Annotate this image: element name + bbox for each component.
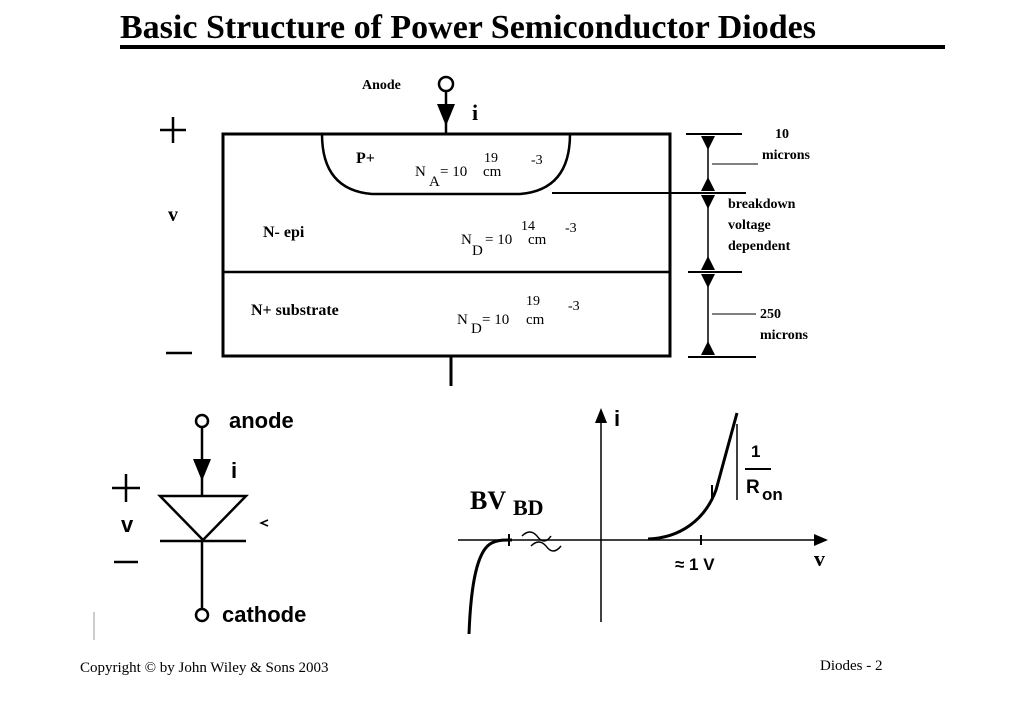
copyright-footer: Copyright © by John Wiley & Sons 2003 bbox=[80, 660, 329, 676]
slope-numerator: 1 bbox=[751, 442, 761, 461]
dim-arrow-icon bbox=[701, 341, 715, 355]
nd-sub-subscript: D bbox=[471, 321, 482, 337]
nd-epi-equals-value: = 10 bbox=[485, 232, 513, 248]
p-plus-well bbox=[320, 133, 572, 196]
dim-mid-line3: dependent bbox=[728, 239, 791, 254]
symbol-current-label: i bbox=[231, 458, 238, 483]
iv-x-axis-label: v bbox=[814, 546, 825, 571]
iv-forward-curve bbox=[647, 412, 739, 541]
x-axis-arrow-icon bbox=[814, 534, 828, 546]
dim-arrow-icon bbox=[701, 136, 715, 150]
dim-top-value: 10 bbox=[775, 127, 789, 142]
dim-mid-line2: voltage bbox=[728, 218, 771, 233]
current-arrow-icon bbox=[437, 104, 455, 126]
bv-label: BV bbox=[470, 486, 507, 515]
nd-sub-unit-exponent: -3 bbox=[568, 299, 580, 314]
symbol-cathode-terminal bbox=[194, 607, 210, 623]
dim-arrow-icon bbox=[701, 274, 715, 288]
na-subscript: A bbox=[429, 174, 440, 190]
symbol-voltage-label: v bbox=[121, 512, 134, 537]
slope-denominator-subscript: on bbox=[762, 485, 783, 504]
nd-sub-exponent: 19 bbox=[526, 294, 540, 309]
title-underline bbox=[120, 45, 945, 49]
voltage-label: v bbox=[168, 204, 178, 226]
n-substrate-label: N+ substrate bbox=[251, 302, 339, 319]
slope-denominator: R bbox=[746, 477, 760, 498]
p-plus-label: P+ bbox=[356, 150, 375, 167]
small-caret-icon bbox=[259, 519, 269, 527]
approx-one-volt-label: ≈ 1 V bbox=[675, 555, 715, 574]
dim-arrow-icon bbox=[701, 195, 715, 209]
y-axis-arrow-icon bbox=[595, 408, 607, 423]
symbol-anode-terminal bbox=[194, 413, 210, 429]
dim-bottom-value: 250 bbox=[760, 307, 781, 322]
na-unit: cm bbox=[483, 164, 502, 180]
na-symbol: N bbox=[415, 164, 426, 180]
dim-arrow-icon bbox=[701, 177, 715, 191]
symbol-cathode-label: cathode bbox=[222, 602, 307, 627]
n-epi-label: N- epi bbox=[263, 224, 305, 241]
dim-bottom-unit: microns bbox=[760, 328, 808, 343]
current-label: i bbox=[472, 100, 479, 125]
symbol-anode-label: anode bbox=[229, 408, 294, 433]
page-number-footer: Diodes - 2 bbox=[820, 658, 883, 674]
iv-reverse-breakdown-curve bbox=[467, 538, 513, 635]
nd-epi-unit: cm bbox=[528, 232, 547, 248]
iv-y-axis-label: i bbox=[614, 406, 621, 431]
dim-mid-line1: breakdown bbox=[728, 197, 796, 212]
na-exponent: 19 bbox=[484, 151, 498, 166]
anode-label: Anode bbox=[362, 78, 401, 93]
axis-break-icon bbox=[530, 541, 562, 552]
nd-epi-unit-exponent: -3 bbox=[565, 221, 577, 236]
nd-sub-equals-value: = 10 bbox=[482, 312, 510, 328]
nd-epi-subscript: D bbox=[472, 243, 483, 259]
dim-top-unit: microns bbox=[762, 148, 810, 163]
bv-subscript: BD bbox=[513, 495, 544, 520]
dim-arrow-icon bbox=[701, 256, 715, 270]
na-unit-exponent: -3 bbox=[531, 153, 543, 168]
nd-sub-symbol: N bbox=[457, 312, 468, 328]
slide-title: Basic Structure of Power Semiconductor D… bbox=[120, 9, 816, 46]
device-body bbox=[221, 132, 672, 358]
symbol-current-arrow-icon bbox=[193, 459, 211, 481]
nd-epi-exponent: 14 bbox=[521, 219, 535, 234]
nd-sub-unit: cm bbox=[526, 312, 545, 328]
axis-break-icon bbox=[521, 531, 552, 542]
na-equals-value: = 10 bbox=[440, 164, 468, 180]
nd-epi-symbol: N bbox=[461, 232, 472, 248]
diode-triangle-icon bbox=[157, 494, 249, 542]
